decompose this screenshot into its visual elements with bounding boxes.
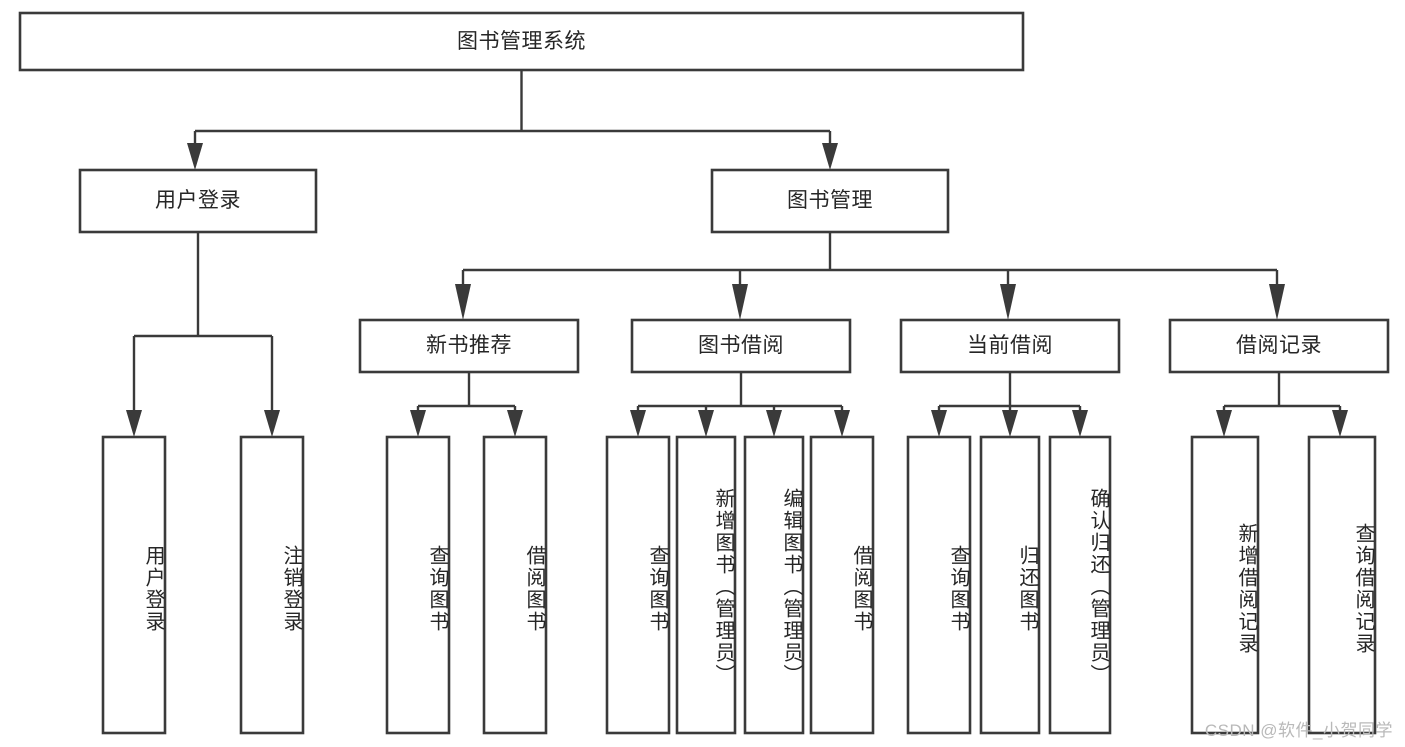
arrow-icon-leaf-8 xyxy=(834,410,850,437)
node-box-leaf-5[interactable] xyxy=(605,435,671,735)
node-box-leaf-9[interactable] xyxy=(906,435,972,735)
node-box-user-login[interactable] xyxy=(78,168,318,234)
node-box-borrow-record[interactable] xyxy=(1168,318,1390,374)
arrow-icon-leaf-10 xyxy=(1002,410,1018,437)
node-box-current-borrow[interactable] xyxy=(899,318,1121,374)
node-box-leaf-10[interactable] xyxy=(979,435,1041,735)
node-box-book-borrow[interactable] xyxy=(630,318,852,374)
arrow-icon-to-new-book xyxy=(455,284,471,320)
arrow-icon-to-book-borrow xyxy=(732,284,748,320)
arrow-icon-leaf-3 xyxy=(410,410,426,437)
node-box-leaf-8[interactable] xyxy=(809,435,875,735)
arrow-icon-leaf-1 xyxy=(126,410,142,437)
arrow-icon-to-user-login xyxy=(187,143,203,170)
node-box-leaf-13[interactable] xyxy=(1307,435,1377,735)
arrow-icon-leaf-7 xyxy=(766,410,782,437)
watermark-text: CSDN @软件_小贺同学 xyxy=(1204,721,1393,740)
node-box-leaf-3[interactable] xyxy=(385,435,451,735)
arrow-icon-to-current-borrow xyxy=(1000,284,1016,320)
node-box-leaf-1[interactable] xyxy=(101,435,167,735)
node-box-leaf-7[interactable] xyxy=(743,435,805,735)
arrow-icon-to-book-mgmt xyxy=(822,143,838,170)
arrow-icon-leaf-6 xyxy=(698,410,714,437)
arrow-icon-leaf-4 xyxy=(507,410,523,437)
arrow-icon-leaf-13 xyxy=(1332,410,1348,437)
node-box-root[interactable] xyxy=(18,11,1025,72)
arrow-icon-leaf-11 xyxy=(1072,410,1088,437)
node-box-new-book-recommend[interactable] xyxy=(358,318,580,374)
arrow-icon-leaf-9 xyxy=(931,410,947,437)
arrow-icon-leaf-5 xyxy=(630,410,646,437)
node-box-book-management[interactable] xyxy=(710,168,950,234)
node-box-leaf-11[interactable] xyxy=(1048,435,1112,735)
arrow-icon-leaf-2 xyxy=(264,410,280,437)
node-box-leaf-4[interactable] xyxy=(482,435,548,735)
node-box-leaf-2[interactable] xyxy=(239,435,305,735)
arrow-icon-to-borrow-record xyxy=(1269,284,1285,320)
node-box-leaf-12[interactable] xyxy=(1190,435,1260,735)
arrow-icon-leaf-12 xyxy=(1216,410,1232,437)
node-box-leaf-6[interactable] xyxy=(675,435,737,735)
